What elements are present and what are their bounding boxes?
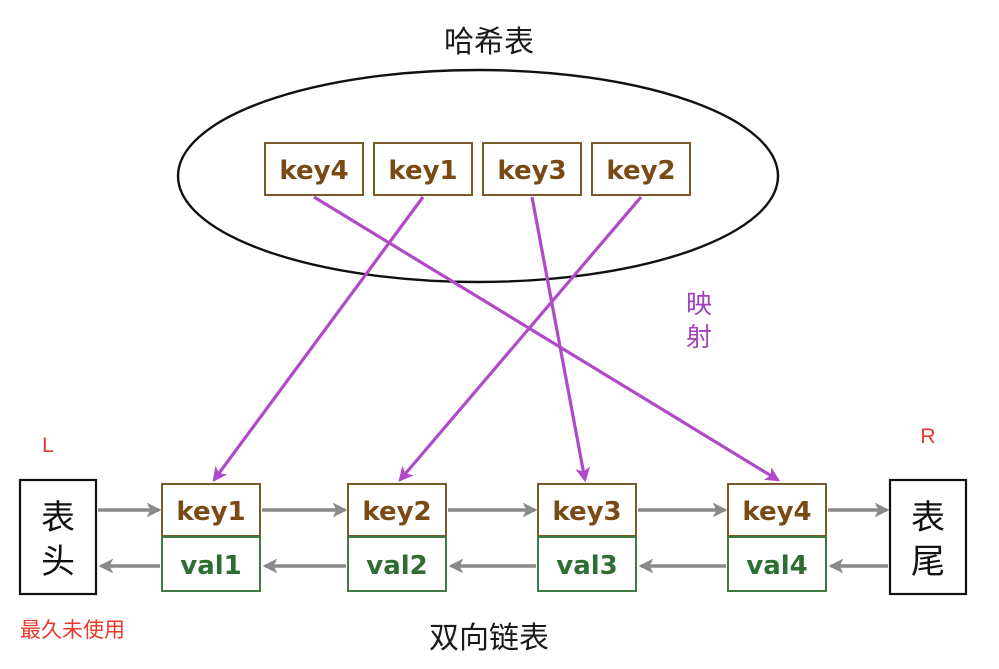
node-val-box [727,536,827,592]
list-node: key4 val4 [727,483,827,592]
hash-key-label: key4 [279,156,348,186]
hash-key-box [373,142,473,196]
hash-key-label: key2 [606,156,675,186]
list-node: key1 val1 [161,483,261,592]
head-box-frame [18,478,98,596]
node-key-label: key1 [176,497,245,527]
hash-key-box [591,142,691,196]
node-val-label: val2 [366,551,428,581]
hash-key-box [482,142,582,196]
node-val-box [161,536,261,592]
node-key-label: key4 [742,497,811,527]
node-key-box [537,483,637,537]
left-marker: L [42,434,54,457]
hash-table-key: key2 [591,142,691,196]
list-tail-box: 表 尾 [888,478,968,596]
node-val-label: val4 [746,551,808,581]
list-node: key2 val2 [347,483,447,592]
hash-table-key: key3 [482,142,582,196]
hash-key-label: key3 [497,156,566,186]
mapping-arrow-key1 [212,196,425,482]
least-recently-used-label: 最久未使用 [20,619,125,642]
list-node: key3 val3 [537,483,637,592]
hash-table-ellipse [176,68,780,284]
list-head-box: 表 头 [18,478,98,596]
mapping-label-char: 映 [686,290,712,320]
head-box-char: 头 [41,542,75,582]
node-val-box [537,536,637,592]
hash-table-key: key4 [264,142,364,196]
head-box-char: 表 [41,498,75,538]
mapping-arrow-key2 [398,195,643,482]
mapping-label-char: 射 [686,323,712,353]
node-val-label: val3 [556,551,618,581]
tail-box-char: 尾 [911,542,945,582]
mapping-arrow-key3 [530,196,590,483]
tail-box-frame [888,478,968,596]
hash-key-box [264,142,364,196]
node-val-label: val1 [180,551,242,581]
node-val-box [347,536,447,592]
node-key-label: key2 [362,497,431,527]
hash-table-title: 哈希表 [444,25,534,60]
mapping-arrow-key4 [313,195,781,482]
node-key-label: key3 [552,497,621,527]
linked-list-title: 双向链表 [429,621,549,656]
tail-box-char: 表 [911,498,945,538]
hash-table-key: key1 [373,142,473,196]
hash-key-label: key1 [388,156,457,186]
right-marker: R [920,425,935,448]
node-key-box [161,483,261,537]
